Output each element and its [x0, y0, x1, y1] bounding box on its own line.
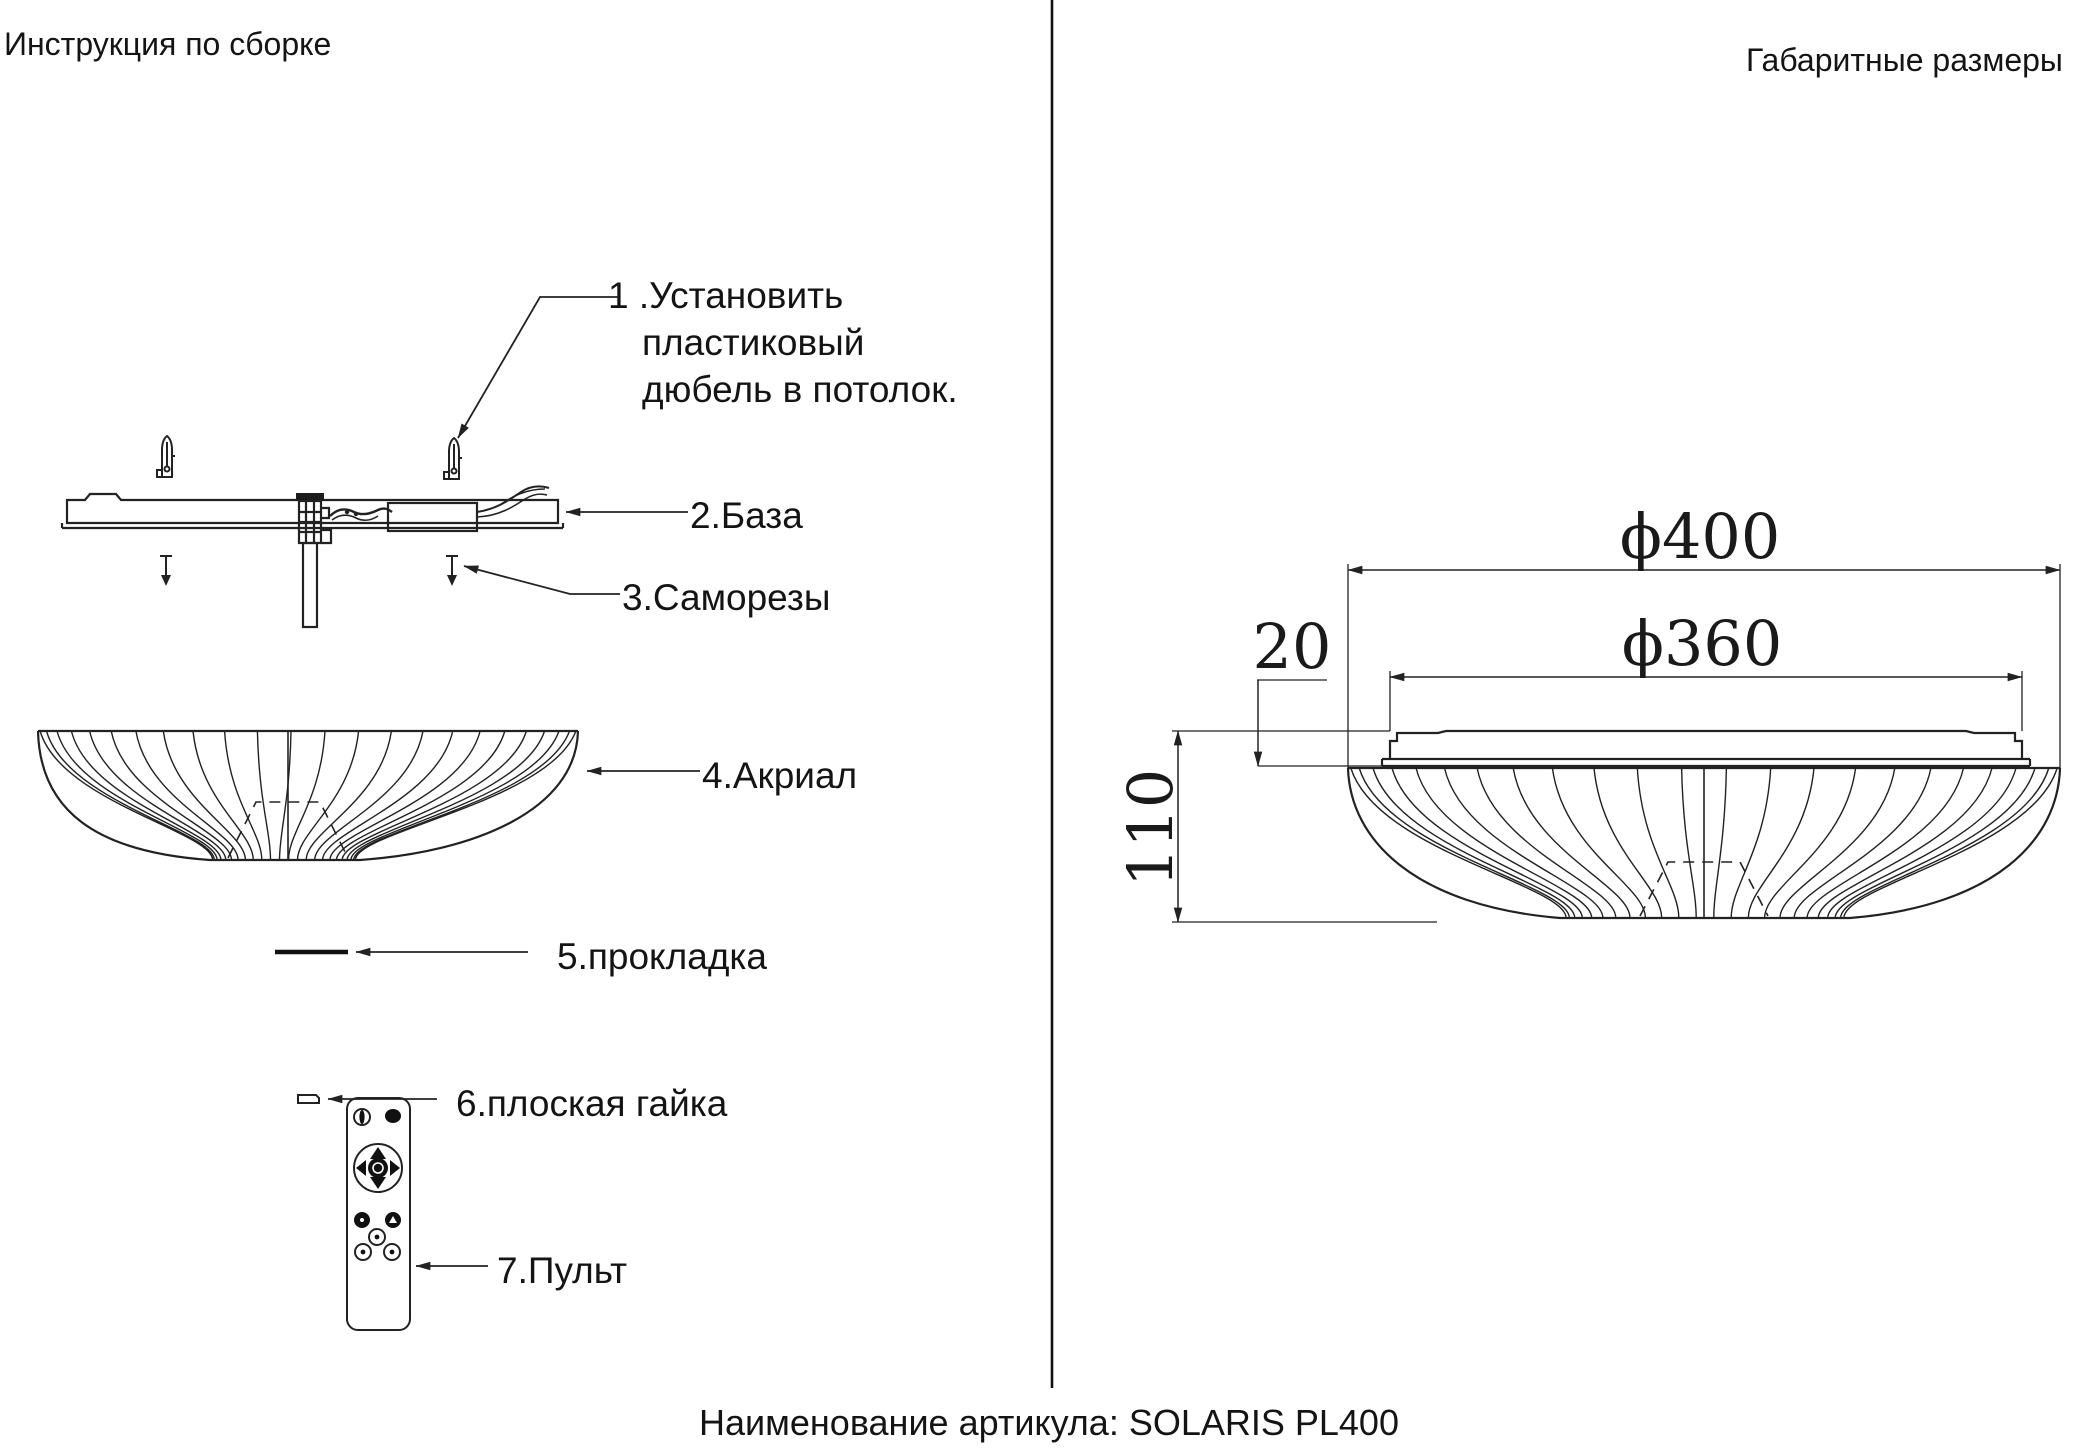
base-drawing: [60, 485, 565, 629]
leader-item1: [457, 296, 618, 439]
leader-item3: [463, 565, 620, 595]
leader-lines: [327, 296, 700, 1271]
remote-control-drawing: [346, 1097, 411, 1331]
label-item4-acrylic: 4.Акриал: [702, 755, 858, 796]
plastic-dowel-right-drawing: [443, 436, 462, 480]
label-item3-screws: 3.Саморезы: [622, 577, 831, 618]
dim-label-20: 20: [1252, 610, 1332, 683]
label-item1-dowel: 1 .Установить пластиковый дюбель в потол…: [608, 275, 958, 410]
label-item5-gasket: 5.прокладка: [557, 936, 767, 977]
article-name-label: Наименование артикула: SOLARIS PL400: [699, 1402, 1399, 1443]
label-item7-remote: 7.Пульт: [497, 1250, 628, 1291]
dim-label-400: ϕ400: [1619, 500, 1781, 573]
base-plate-section: [1380, 729, 2032, 768]
dim-label-360: ϕ360: [1621, 607, 1783, 680]
screw-left-drawing: [160, 555, 172, 586]
label-item2-base: 2.База: [690, 495, 803, 536]
plastic-dowel-left-drawing: [156, 434, 175, 478]
dimension-lines: [1173, 565, 2061, 923]
dim-label-110: 110: [1113, 768, 1187, 888]
extension-lines: [1172, 564, 2061, 923]
dimension-drawing: [1172, 564, 2062, 923]
flat-nut-drawing: [297, 1094, 320, 1104]
left-panel-title: Инструкция по сборке: [4, 26, 332, 62]
acrylic-dome-drawing: [36, 729, 580, 862]
label-item6-flat-nut: 6.плоская гайка: [456, 1083, 728, 1124]
right-panel-title: Габаритные размеры: [1746, 42, 2063, 78]
screw-right-drawing: [446, 555, 458, 586]
